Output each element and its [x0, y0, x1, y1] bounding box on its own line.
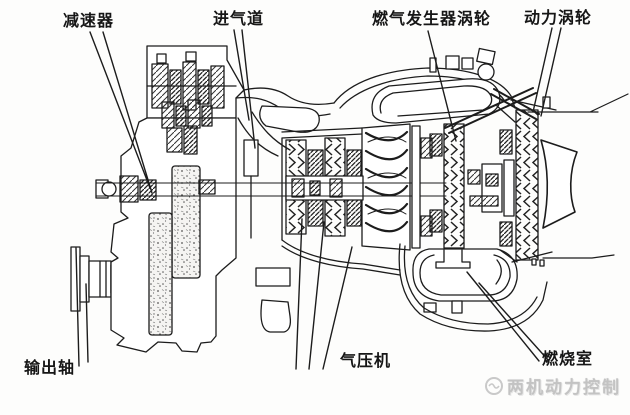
watermark: 两机动力控制 — [484, 373, 621, 398]
turbine-section-part — [429, 96, 557, 269]
leader-compressor — [295, 218, 353, 370]
watermark-text: 两机动力控制 — [507, 378, 621, 397]
leader-power-turbine — [532, 27, 562, 117]
label-combustion-chamber: 燃烧室 — [542, 351, 594, 368]
leader-reducer — [89, 31, 153, 194]
exhaust-duct-part — [527, 93, 629, 267]
air-intake-part — [235, 87, 335, 333]
leader-lines — [75, 27, 562, 370]
leader-gas-generator-turbine — [427, 30, 457, 142]
compressor-part — [235, 123, 447, 276]
gearbox-part — [95, 45, 245, 353]
leader-output-shaft — [75, 247, 89, 367]
label-compressor: 气压机 — [340, 353, 392, 370]
label-reducer: 减速器 — [63, 13, 115, 30]
label-output-shaft: 输出轴 — [24, 360, 76, 377]
combustion-chamber-part — [333, 47, 548, 332]
label-power-turbine: 动力涡轮 — [524, 10, 593, 27]
watermark-logo-icon — [485, 376, 503, 395]
leader-air-intake — [233, 29, 256, 149]
label-air-intake: 进气道 — [213, 11, 265, 28]
leader-combustion-chamber — [466, 271, 550, 362]
label-gas-generator-turbine: 燃气发生器涡轮 — [372, 11, 492, 28]
